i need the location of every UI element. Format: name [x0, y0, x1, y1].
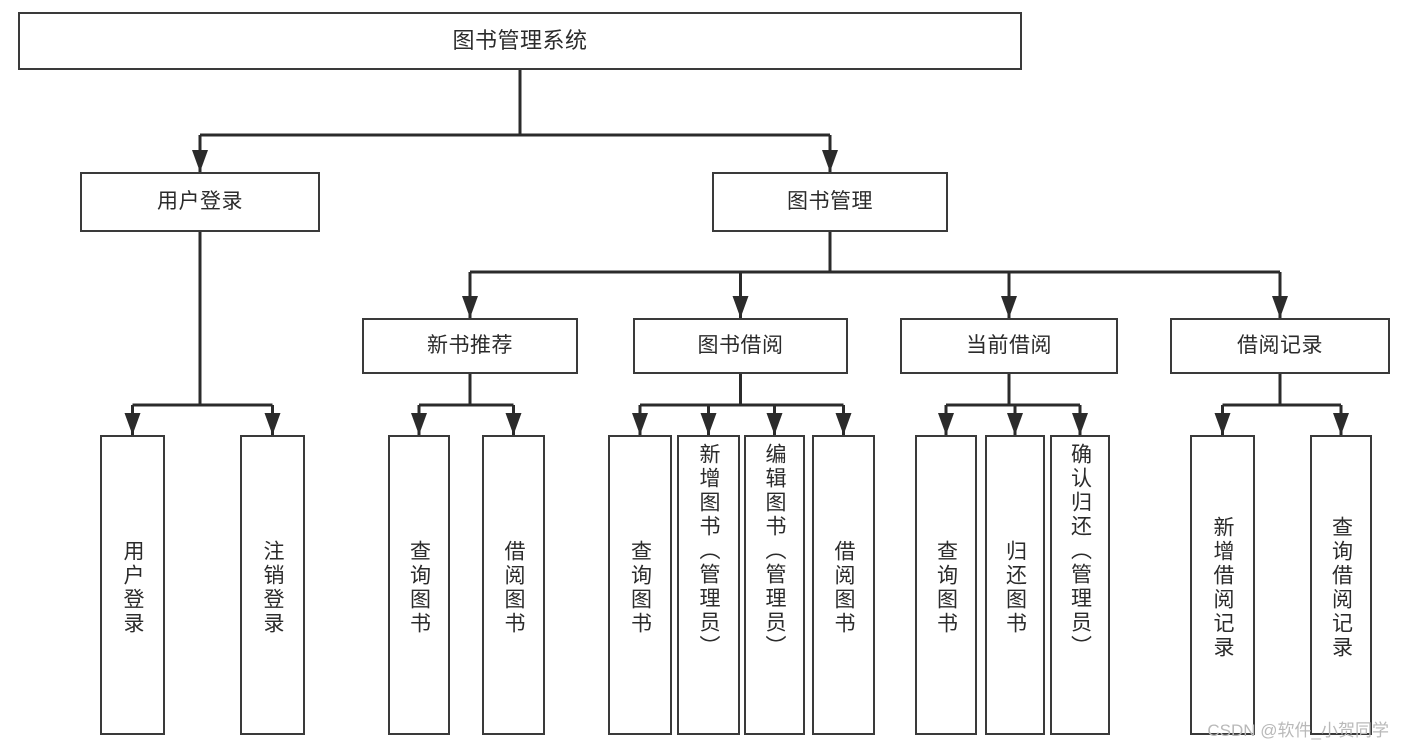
arrowhead-icon	[505, 413, 522, 435]
node-b_borrow[interactable]: 借阅图书	[812, 435, 875, 735]
node-label: 查询图书	[628, 540, 652, 636]
node-label: 图书管理	[787, 190, 873, 214]
node-label: 借阅图书	[502, 540, 525, 636]
arrowhead-icon	[1007, 413, 1023, 435]
node-root[interactable]: 图书管理系统	[18, 12, 1022, 70]
arrowhead-icon	[822, 150, 838, 172]
node-bookmgmt[interactable]: 图书管理	[712, 172, 948, 232]
arrowhead-icon	[938, 413, 954, 435]
watermark: CSDN @软件_小贺同学	[1207, 721, 1389, 740]
node-c_return[interactable]: 归还图书	[985, 435, 1045, 735]
node-label: 用户登录	[157, 190, 243, 214]
arrowhead-icon	[264, 413, 281, 435]
node-label: 当前借阅	[966, 334, 1052, 358]
arrowhead-icon	[835, 413, 852, 435]
node-label: 编辑图书（管理员）	[763, 443, 786, 659]
arrowhead-icon	[411, 413, 427, 435]
arrowhead-icon	[462, 296, 478, 318]
node-current[interactable]: 当前借阅	[900, 318, 1118, 374]
node-c_query[interactable]: 查询图书	[915, 435, 977, 735]
node-label: 查询图书	[934, 540, 958, 636]
node-label: 查询图书	[407, 540, 431, 636]
node-borrow[interactable]: 图书借阅	[633, 318, 848, 374]
node-n_borrow[interactable]: 借阅图书	[482, 435, 545, 735]
node-label: 图书管理系统	[452, 27, 588, 53]
arrowhead-icon	[1272, 296, 1288, 318]
node-label: 用户登录	[121, 540, 144, 636]
node-label: 新书推荐	[427, 334, 513, 358]
arrowhead-icon	[1214, 413, 1231, 435]
node-label: 查询借阅记录	[1329, 516, 1353, 660]
node-b_query[interactable]: 查询图书	[608, 435, 672, 735]
node-b_add[interactable]: 新增图书（管理员）	[677, 435, 740, 735]
node-label: 注销登录	[261, 540, 284, 636]
arrowhead-icon	[1072, 413, 1088, 435]
node-login[interactable]: 用户登录	[80, 172, 320, 232]
node-label: 图书借阅	[697, 334, 784, 358]
arrowhead-icon	[1333, 413, 1349, 435]
node-newbook[interactable]: 新书推荐	[362, 318, 578, 374]
node-b_edit[interactable]: 编辑图书（管理员）	[744, 435, 805, 735]
node-label: 借阅记录	[1237, 334, 1323, 358]
node-l_login[interactable]: 用户登录	[100, 435, 165, 735]
node-label: 新增图书（管理员）	[697, 443, 720, 659]
node-records[interactable]: 借阅记录	[1170, 318, 1390, 374]
node-c_confirm[interactable]: 确认归还（管理员）	[1050, 435, 1110, 735]
node-label: 借阅图书	[832, 540, 855, 636]
arrowhead-icon	[124, 413, 141, 435]
arrowhead-icon	[192, 150, 208, 172]
node-n_query[interactable]: 查询图书	[388, 435, 450, 735]
arrowhead-icon	[766, 413, 783, 435]
arrowhead-icon	[700, 413, 717, 435]
node-l_logout[interactable]: 注销登录	[240, 435, 305, 735]
node-r_query[interactable]: 查询借阅记录	[1310, 435, 1372, 735]
node-r_add[interactable]: 新增借阅记录	[1190, 435, 1255, 735]
node-label: 归还图书	[1003, 540, 1027, 636]
arrowhead-icon	[732, 296, 749, 318]
node-label: 确认归还（管理员）	[1068, 443, 1092, 659]
arrowhead-icon	[1001, 296, 1017, 318]
arrowhead-icon	[632, 413, 648, 435]
node-label: 新增借阅记录	[1211, 516, 1234, 660]
